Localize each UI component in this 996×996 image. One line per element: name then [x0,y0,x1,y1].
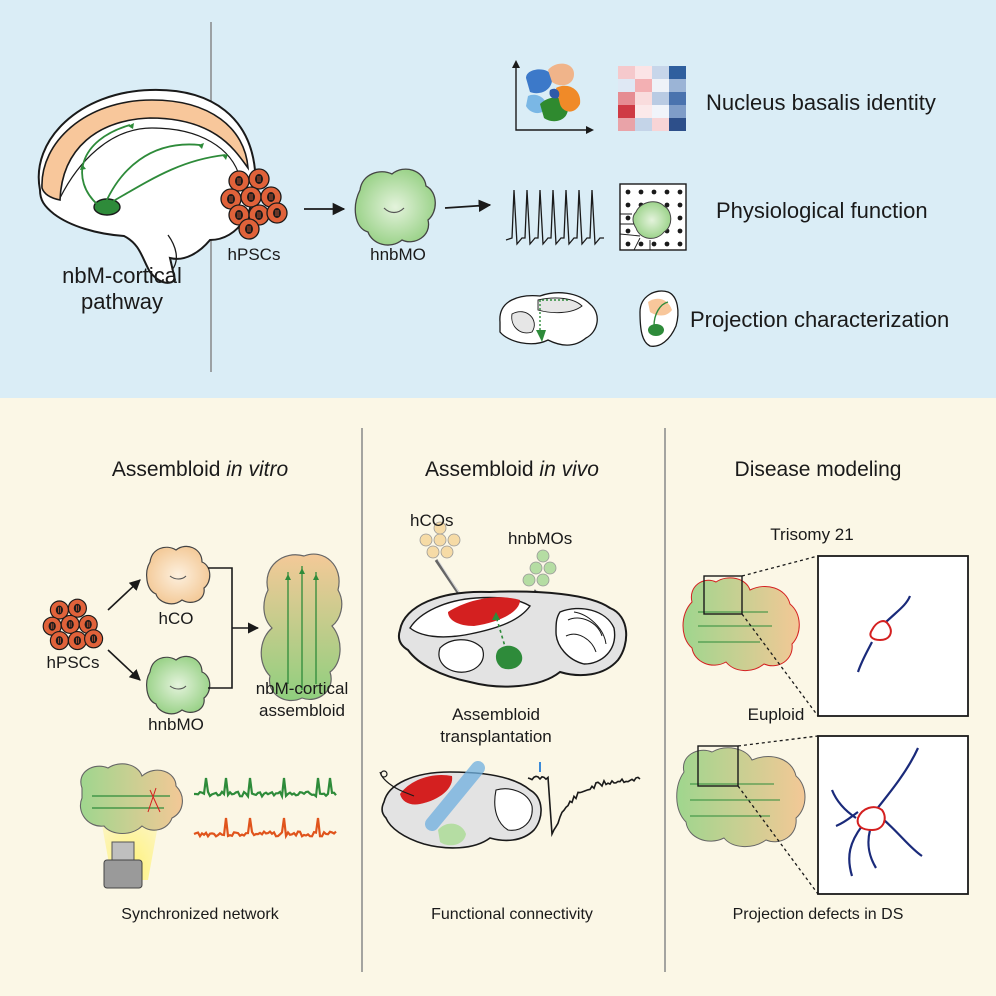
in-vivo-caption: Functional connectivity [431,906,593,923]
arrow-to-hnbmo [107,649,141,681]
brain-sagittal-icon [37,88,257,284]
pathway-label-line2: pathway [81,289,163,314]
hnbmo-label-bottom: hnbMO [148,715,204,734]
assembloid-label-line2: assembloid [259,701,345,720]
euploid-label: Euploid [747,705,805,724]
in-vivo-title-plain: Assembloid [425,458,540,481]
disease-caption: Projection defects in DS [732,906,904,923]
brain-section-icon [639,290,679,347]
euploid-assembloid-icon [676,735,969,895]
evoked-response-trace-icon [527,762,641,838]
in-vivo-title-italic: in vivo [539,458,599,481]
imaging-assembloid-icon [80,763,183,889]
hnbmo-organoid-icon [354,168,436,246]
transplant-label-line2: transplantation [440,727,552,746]
trisomy-label: Trisomy 21 [770,525,854,544]
assembloid-label-line1: nbM-cortical [255,679,349,698]
arrow-to-hco [107,579,141,611]
hnbmo-label-top: hnbMO [370,245,426,264]
mea-icon [619,183,687,251]
disease-title: Disease modeling [734,458,902,481]
mouse-brain-icon [398,590,628,688]
hco-organoid-icon [146,545,211,605]
hnbmos-label: hnbMOs [508,529,573,548]
calcium-trace-icon [193,777,337,840]
in-vitro-title-plain: Assembloid [111,458,227,481]
in-vitro-caption: Synchronized network [121,906,279,923]
spike-trace-icon [505,189,604,246]
hpscs-label-bottom: hPSCs [46,653,100,672]
electrophysiology-brain-icon [379,761,542,849]
in-vitro-title: Assembloid in vitro [112,458,288,481]
assembloid-icon [260,553,343,702]
outcome-identity: Nucleus basalis identity [706,90,936,115]
hcos-label: hCOs [410,511,454,530]
hnbmo-organoid-small-icon [146,655,211,715]
hco-label: hCO [158,609,194,628]
heatmap-icon [618,66,686,131]
in-vitro-title-italic: in vitro [226,458,289,481]
bracket-merge [208,567,258,689]
hpsc-cluster-small-icon [42,598,104,651]
in-vivo-title: Assembloid in vivo [425,458,599,481]
umap-plot-icon [512,60,594,134]
outcome-physiology: Physiological function [716,198,928,223]
hpscs-label-top: hPSCs [227,245,281,264]
mouse-brain-projection-icon [499,292,598,346]
arrow-to-outcomes [444,199,492,213]
outcome-projection: Projection characterization [690,307,950,332]
trisomy-assembloid-icon [682,555,969,717]
pathway-label-line1: nbM-cortical [62,263,182,288]
transplant-label-line1: Assembloid [452,705,540,724]
